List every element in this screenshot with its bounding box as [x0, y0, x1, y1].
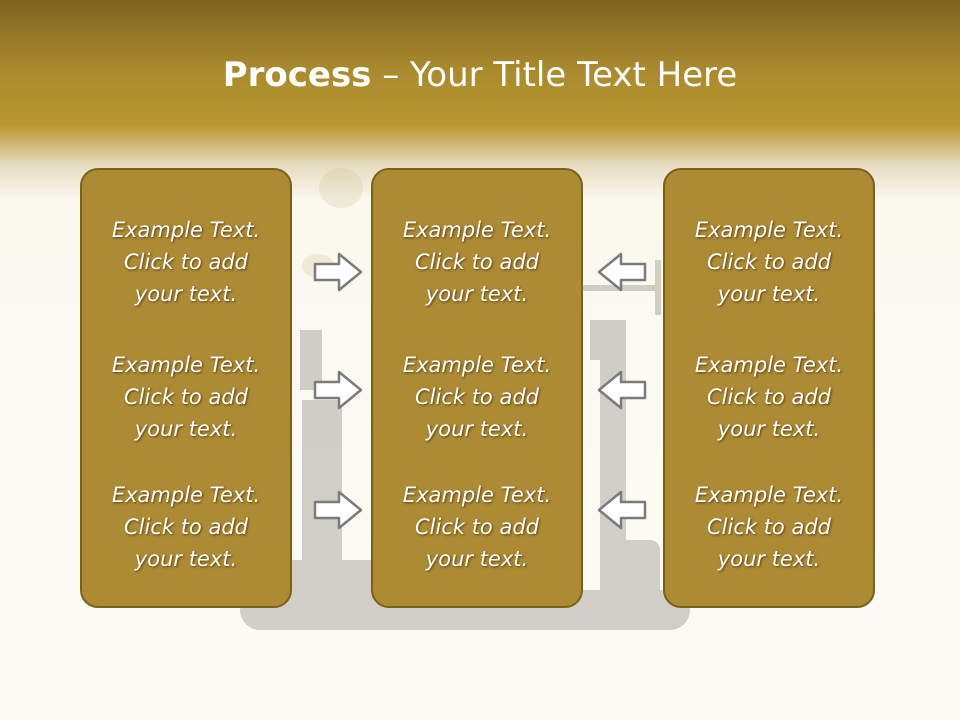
text-line: Click to add — [123, 385, 248, 409]
arrow-right-icon — [313, 370, 363, 410]
arrow-left-icon — [597, 370, 647, 410]
title-rest: – Your Title Text Here — [371, 55, 738, 95]
text-block[interactable]: Example Text. Click to add your text. — [82, 479, 290, 575]
text-line: Click to add — [706, 250, 831, 274]
text-block[interactable]: Example Text. Click to add your text. — [373, 349, 581, 445]
text-line: Example Text. — [402, 483, 552, 507]
text-block[interactable]: Example Text. Click to add your text. — [373, 214, 581, 310]
text-block[interactable]: Example Text. Click to add your text. — [665, 349, 873, 445]
text-line: Example Text. — [111, 218, 261, 242]
text-line: Example Text. — [694, 218, 844, 242]
text-block[interactable]: Example Text. Click to add your text. — [82, 214, 290, 310]
text-line: Example Text. — [111, 353, 261, 377]
text-line: Click to add — [123, 515, 248, 539]
right-text-box[interactable]: Example Text. Click to add your text. Ex… — [663, 168, 875, 608]
arrow-right-icon — [313, 252, 363, 292]
slide-title[interactable]: Process – Your Title Text Here — [0, 52, 960, 98]
text-line: Example Text. — [111, 483, 261, 507]
text-line: Click to add — [706, 515, 831, 539]
text-line: Click to add — [414, 385, 539, 409]
coin-icon — [319, 168, 363, 208]
title-bold: Process — [222, 55, 372, 95]
text-block[interactable]: Example Text. Click to add your text. — [373, 479, 581, 575]
text-line: Click to add — [123, 250, 248, 274]
text-line: your text. — [134, 547, 238, 571]
text-line: your text. — [717, 282, 821, 306]
text-line: Click to add — [414, 250, 539, 274]
text-line: your text. — [134, 282, 238, 306]
text-line: your text. — [425, 282, 529, 306]
text-line: Example Text. — [694, 353, 844, 377]
text-block[interactable]: Example Text. Click to add your text. — [665, 479, 873, 575]
text-line: your text. — [717, 547, 821, 571]
text-line: Click to add — [414, 515, 539, 539]
text-line: Example Text. — [402, 353, 552, 377]
text-line: your text. — [717, 417, 821, 441]
arrow-left-icon — [597, 252, 647, 292]
text-line: Click to add — [706, 385, 831, 409]
text-block[interactable]: Example Text. Click to add your text. — [665, 214, 873, 310]
arrow-left-icon — [597, 490, 647, 530]
text-line: your text. — [425, 547, 529, 571]
text-block[interactable]: Example Text. Click to add your text. — [82, 349, 290, 445]
text-line: Example Text. — [694, 483, 844, 507]
text-line: your text. — [134, 417, 238, 441]
left-text-box[interactable]: Example Text. Click to add your text. Ex… — [80, 168, 292, 608]
text-line: your text. — [425, 417, 529, 441]
middle-text-box[interactable]: Example Text. Click to add your text. Ex… — [371, 168, 583, 608]
text-line: Example Text. — [402, 218, 552, 242]
arrow-right-icon — [313, 490, 363, 530]
